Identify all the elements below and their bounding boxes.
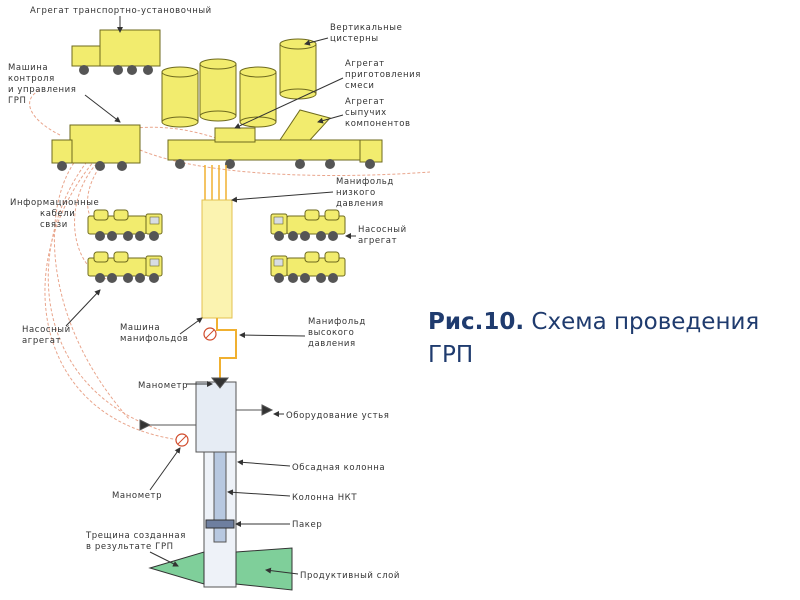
label-tubing: Колонна НКТ — [292, 493, 357, 503]
mix-and-bulk-units — [167, 109, 383, 169]
label-manometer-bottom: Манометр — [112, 491, 162, 501]
manifold-column — [201, 199, 233, 319]
fracture-right — [235, 547, 293, 591]
label-packer: Пакер — [292, 520, 322, 530]
control-machine-truck — [51, 124, 141, 171]
label-transport-unit: Агрегат транспортно-установочный — [30, 6, 212, 16]
packer — [205, 519, 235, 529]
high-pressure-pipe — [216, 318, 237, 378]
vertical-tanks — [161, 38, 317, 128]
label-casing: Обсадная колонна — [292, 463, 385, 473]
caption-title: Схема проведения ГРП — [428, 309, 760, 368]
label-manometer-top: Манометр — [138, 381, 188, 391]
fracture-left — [148, 551, 205, 585]
low-pressure-manifold — [204, 165, 227, 200]
figure-caption: Рис.10. Схема проведения ГРП — [428, 306, 788, 372]
label-wellhead: Оборудование устья — [286, 411, 389, 421]
caption-number: Рис.10. — [428, 309, 525, 335]
transport-unit-truck — [71, 29, 161, 75]
label-productive-layer: Продуктивный слой — [300, 571, 400, 581]
wellhead-equipment — [139, 377, 274, 453]
